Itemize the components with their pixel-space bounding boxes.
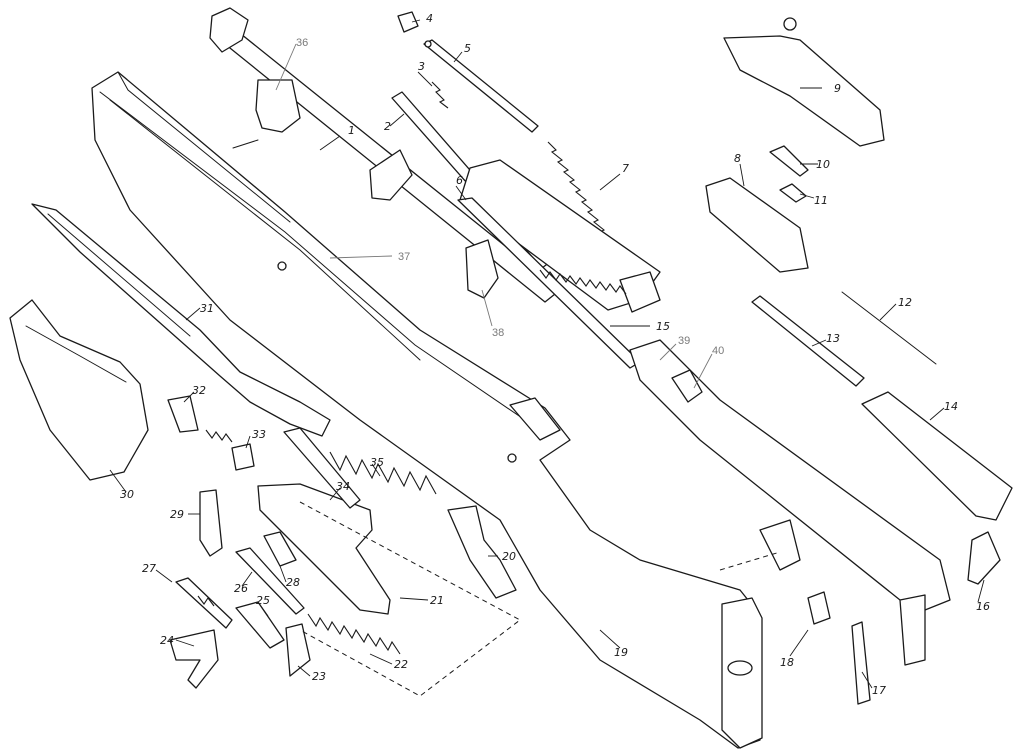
label-4: 4 (426, 12, 433, 25)
label-9: 9 (834, 82, 841, 95)
label-1: 1 (348, 124, 355, 137)
label-5: 5 (464, 42, 471, 55)
bolt-carrier-group (397, 11, 661, 369)
cover-part-14 (861, 391, 1013, 521)
label-16: 16 (976, 600, 990, 613)
label-24: 24 (160, 634, 174, 647)
label-33: 33 (252, 428, 266, 441)
label-27: 27 (142, 562, 156, 575)
label-26: 26 (234, 582, 248, 595)
label-20: 20 (502, 550, 516, 563)
label-34: 34 (336, 480, 350, 493)
label-29: 29 (170, 508, 184, 521)
label-11: 11 (814, 194, 828, 207)
leader-lines (109, 19, 985, 689)
stock-part-19 (91, 71, 763, 749)
label-39: 39 (678, 335, 690, 347)
rod-part-17 (851, 621, 871, 705)
label-12: 12 (898, 296, 912, 309)
receiver-assembly (629, 339, 951, 666)
pin-part-11 (779, 183, 807, 203)
label-2: 2 (384, 120, 391, 133)
label-25: 25 (256, 594, 270, 607)
label-38: 38 (492, 327, 504, 339)
label-37: 37 (398, 251, 410, 263)
label-19: 19 (614, 646, 628, 659)
label-32: 32 (192, 384, 206, 397)
pin-part-10 (769, 145, 809, 177)
part-9 (723, 17, 885, 147)
label-40: 40 (712, 345, 724, 357)
cleaning-rod-part-12 (841, 291, 937, 365)
label-18: 18 (780, 656, 794, 669)
label-13: 13 (826, 332, 840, 345)
part-8 (705, 177, 809, 273)
label-14: 14 (944, 400, 958, 413)
label-15: 15 (656, 320, 670, 333)
label-7: 7 (622, 162, 629, 175)
pin-part-16 (967, 531, 1001, 585)
part-18 (807, 591, 831, 625)
label-8: 8 (734, 152, 741, 165)
bayonet-part-31 (31, 203, 331, 437)
magazine-part-30 (9, 299, 149, 481)
label-35: 35 (370, 456, 384, 469)
label-31: 31 (200, 302, 214, 315)
trigger-group (167, 395, 781, 697)
barrel-part-1 (209, 7, 561, 303)
label-23: 23 (312, 670, 326, 683)
label-30: 30 (120, 488, 134, 501)
label-10: 10 (816, 158, 830, 171)
callout-labels: 1 2 3 4 5 6 7 8 9 10 11 12 13 14 15 16 1… (120, 12, 990, 697)
label-36: 36 (296, 37, 308, 49)
label-6: 6 (456, 174, 463, 187)
label-3: 3 (418, 60, 425, 73)
label-22: 22 (394, 658, 408, 671)
label-21: 21 (430, 594, 444, 607)
label-28: 28 (286, 576, 300, 589)
rod-part-5 (423, 39, 539, 133)
label-17: 17 (872, 684, 886, 697)
tube-part-13 (751, 295, 865, 387)
